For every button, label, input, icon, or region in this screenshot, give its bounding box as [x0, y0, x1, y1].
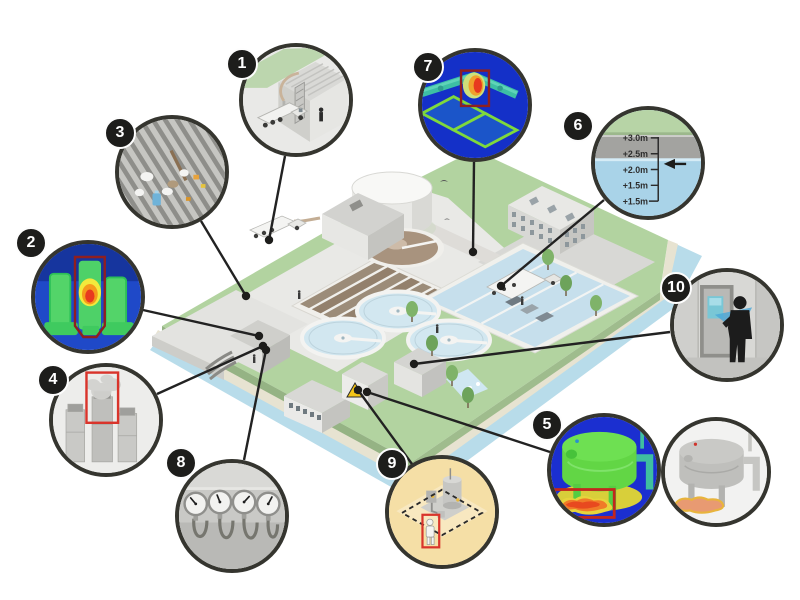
gauge-stems — [193, 511, 271, 521]
callout-circle-6-water-level: +3.0m +2.5m +2.0m +1.5m +1.5m — [591, 106, 705, 220]
digester-tank-gray — [679, 438, 744, 507]
intruder-figure — [425, 518, 435, 545]
pressure-gauges-illustration — [179, 463, 285, 569]
plastic-bottle-icon — [154, 190, 159, 195]
callout-badge-9: 9 — [376, 448, 408, 480]
callout-badge-1: 1 — [226, 48, 258, 80]
water-level-gauge-illustration: +3.0m +2.5m +2.0m +1.5m +1.5m — [595, 110, 701, 216]
callout-line-4 — [156, 344, 264, 396]
gas-cloud — [85, 374, 121, 400]
alert-box — [421, 513, 441, 549]
hoses — [192, 516, 280, 540]
tanker-truck-icon — [256, 102, 309, 128]
person-silhouette — [722, 296, 753, 363]
level-label: +3.0m — [623, 133, 648, 143]
door-access-control-illustration — [674, 272, 780, 378]
callout-line-8 — [242, 349, 268, 461]
badge-number: 1 — [237, 55, 247, 72]
callout-line-5 — [366, 390, 551, 454]
callout-line-2 — [142, 308, 260, 338]
callout-line-1 — [267, 155, 287, 241]
trees — [406, 249, 602, 408]
level-scale — [648, 136, 659, 202]
level-label: +1.5m — [623, 196, 648, 206]
hot-spot — [462, 72, 486, 99]
perimeter-intrusion-illustration — [389, 459, 495, 565]
callout-lines — [142, 155, 671, 465]
callout-badge-2: 2 — [15, 227, 47, 259]
callout-line-3 — [199, 220, 248, 297]
screening-building — [249, 193, 404, 260]
debris — [134, 149, 206, 206]
callout-line-6 — [500, 199, 605, 287]
digester-tank — [562, 431, 637, 510]
outfall-building — [394, 348, 488, 399]
badge-number: 10 — [667, 279, 685, 296]
level-label: +2.0m — [623, 165, 648, 175]
leak-spill — [558, 496, 613, 515]
callout-circle-9-perimeter — [385, 455, 499, 569]
thermal-pump-motors-illustration — [35, 244, 141, 350]
callout-anchor-dots — [241, 235, 506, 397]
pipe — [743, 456, 760, 491]
callout-badge-6: 6 — [562, 110, 594, 142]
person-figure — [318, 107, 324, 122]
aeration-basins — [418, 242, 640, 354]
secondary-clarifiers — [300, 289, 492, 362]
badge-number: 2 — [26, 234, 36, 251]
badge-number: 6 — [573, 117, 583, 134]
alert-box — [459, 69, 491, 108]
leak-spill-outline — [674, 496, 725, 514]
callout-circle-8-gauges — [175, 459, 289, 573]
pipe — [636, 454, 654, 490]
badge-number: 9 — [387, 455, 397, 472]
people-figures — [252, 290, 524, 363]
alert-outline — [73, 255, 106, 339]
callout-circle-1-truck-loading — [239, 43, 353, 157]
river — [150, 240, 702, 500]
gas-leak-pumps-illustration — [53, 367, 159, 473]
callout-badge-5: 5 — [531, 409, 563, 441]
pump-right — [101, 276, 134, 336]
badge-number: 7 — [423, 58, 433, 75]
callout-badge-4: 4 — [37, 364, 69, 396]
tanker-truck-loading-illustration — [243, 47, 349, 153]
pump-left — [44, 272, 78, 336]
water-level-arrow-icon — [663, 158, 687, 170]
badge-number: 4 — [48, 371, 58, 388]
level-label: +1.5m — [623, 181, 648, 191]
badge-number: 8 — [176, 454, 186, 471]
callout-circle-2-thermal-pumps — [31, 240, 145, 354]
alert-box — [85, 371, 120, 424]
badge-number: 5 — [542, 416, 552, 433]
parking-lot — [486, 267, 563, 322]
callout-badge-3: 3 — [104, 117, 136, 149]
office-building — [508, 186, 594, 254]
callout-line-10 — [413, 330, 671, 366]
level-label: +2.5m — [623, 149, 648, 159]
callout-circle-5-visual-tank — [661, 417, 771, 527]
callout-badge-10: 10 — [660, 272, 692, 304]
thermal-tank-leak-illustration — [551, 417, 657, 523]
blower-building — [284, 380, 350, 433]
callout-line-7 — [471, 161, 476, 253]
callout-badge-8: 8 — [165, 447, 197, 479]
visual-tank-leak-illustration — [665, 421, 767, 523]
callout-circle-5-thermal-tank — [547, 413, 661, 527]
pump-center-hot — [73, 255, 106, 339]
gauges — [183, 489, 281, 517]
callout-badge-7: 7 — [412, 51, 444, 83]
badge-number: 3 — [115, 124, 125, 141]
bird-icon — [440, 180, 450, 220]
